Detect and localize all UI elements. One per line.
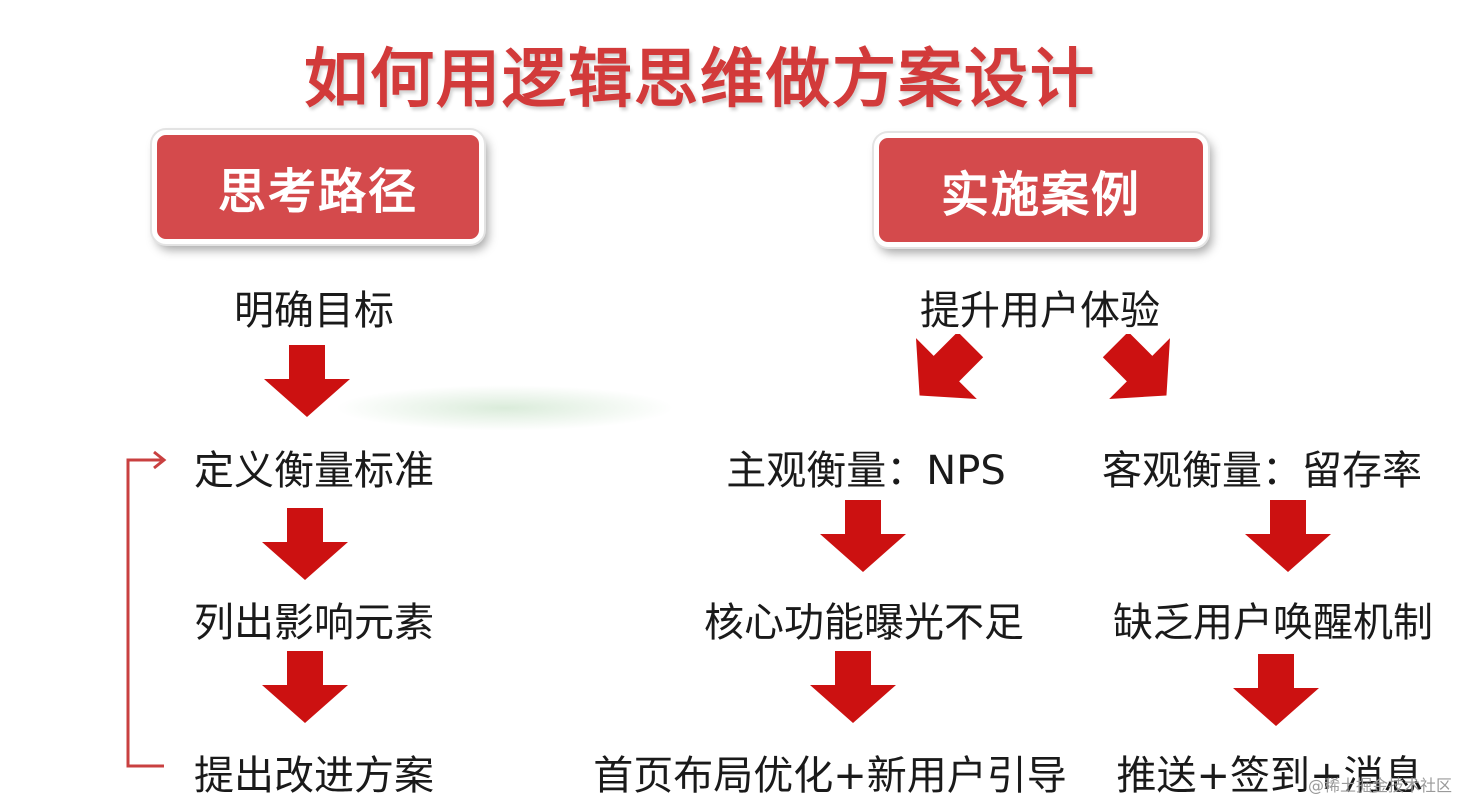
header-case-study: 实施案例 (874, 133, 1208, 247)
step-define-goal: 明确目标 (234, 288, 394, 334)
header-thinking-path: 思考路径 (152, 130, 484, 244)
watermark: @稀土掘金技术社区 (1307, 776, 1452, 795)
branch-b-solution: 推送+签到+消息 (1116, 753, 1424, 799)
page-title: 如何用逻辑思维做方案设计 (304, 43, 1096, 117)
down-arrow-icon (810, 651, 896, 723)
smudge (335, 385, 675, 431)
step-propose-solution: 提出改进方案 (194, 753, 434, 799)
diagonal-arrow-right-icon (1102, 334, 1170, 399)
down-arrow-icon (264, 345, 350, 417)
step-define-metrics: 定义衡量标准 (194, 448, 434, 494)
branch-b-cause: 缺乏用户唤醒机制 (1113, 600, 1433, 646)
down-arrow-icon (820, 500, 906, 572)
branch-a-solution: 首页布局优化+新用户引导 (593, 753, 1067, 799)
step-list-factors: 列出影响元素 (194, 600, 434, 646)
down-arrow-icon (262, 651, 348, 723)
branch-a-cause: 核心功能曝光不足 (704, 600, 1024, 646)
branch-a-metric: 主观衡量：NPS (726, 448, 1006, 494)
root-improve-ux: 提升用户体验 (920, 288, 1160, 334)
down-arrow-icon (262, 508, 348, 580)
branch-b-metric: 客观衡量：留存率 (1102, 448, 1422, 494)
down-arrow-icon (1245, 500, 1331, 572)
down-arrow-icon (1233, 654, 1319, 726)
diagonal-arrow-left-icon (916, 334, 984, 399)
feedback-loop-arrow (126, 450, 167, 768)
